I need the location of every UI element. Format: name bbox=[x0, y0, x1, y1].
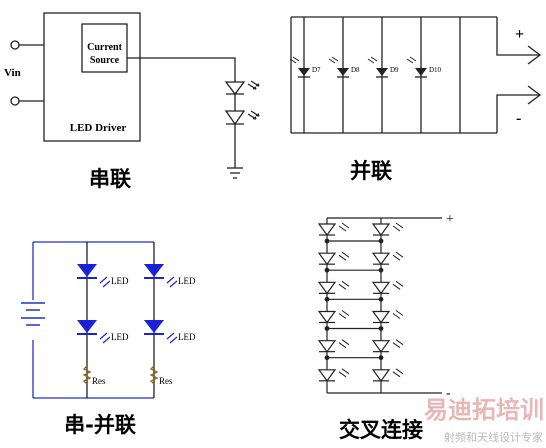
cross-led-r1-c2 bbox=[371, 223, 391, 237]
parallel-diode-d9 bbox=[367, 56, 388, 78]
current-source-label-1: Current bbox=[87, 42, 122, 53]
sp-res-label-1: Res bbox=[92, 376, 106, 386]
sp-led-label-2: LED bbox=[178, 276, 196, 286]
cross-minus-label: - bbox=[446, 386, 451, 401]
sp-led-2 bbox=[144, 264, 178, 288]
cross-led-r3-c2 bbox=[371, 281, 391, 295]
watermark-logo-text: 易迪拓培训 bbox=[424, 396, 544, 424]
cross-led-r6-c2 bbox=[371, 369, 391, 382]
sp-led-label-3: LED bbox=[111, 332, 129, 342]
diode-label-d9: D9 bbox=[390, 66, 399, 74]
sp-led-1 bbox=[77, 264, 111, 288]
cross-led-r4-c2 bbox=[371, 310, 391, 324]
cross-led-r6-c1 bbox=[317, 369, 337, 382]
cross-led-r5-c2 bbox=[371, 340, 391, 353]
current-source-label-2: Source bbox=[90, 55, 120, 66]
series-led-2 bbox=[224, 110, 260, 126]
diode-label-d8: D8 bbox=[351, 66, 360, 74]
vin-label: Vin bbox=[4, 67, 21, 79]
cross-plus-label: + bbox=[446, 212, 454, 227]
parallel-diode-d7 bbox=[289, 56, 310, 78]
sp-led-4 bbox=[144, 320, 178, 344]
vin-terminal-bottom bbox=[10, 96, 20, 106]
sp-resistor-1 bbox=[82, 365, 92, 385]
caption-parallel: 并联 bbox=[350, 159, 392, 183]
panel-cross bbox=[317, 217, 442, 394]
parallel-output-plus-arrow bbox=[496, 45, 542, 65]
panel-parallel bbox=[290, 16, 542, 134]
sp-led-label-4: LED bbox=[178, 332, 196, 342]
vin-terminal-top bbox=[10, 40, 20, 50]
caption-cross: 交叉连接 bbox=[339, 418, 423, 442]
cross-led-r2-c2 bbox=[371, 252, 391, 266]
led-driver-label: LED Driver bbox=[70, 122, 127, 134]
cross-led-r1-c1 bbox=[317, 223, 337, 237]
ground-icon bbox=[227, 167, 243, 179]
sp-led-label-1: LED bbox=[111, 276, 129, 286]
sp-res-label-2: Res bbox=[159, 376, 173, 386]
sp-led-3 bbox=[77, 320, 111, 344]
watermark-subtitle: 射频和天线设计专家 bbox=[444, 430, 543, 444]
sp-resistor-2 bbox=[149, 365, 159, 385]
parallel-plus-label: + bbox=[515, 26, 524, 43]
cross-led-r5-c1 bbox=[317, 340, 337, 353]
series-led-1 bbox=[224, 80, 260, 96]
led-driver-box bbox=[43, 12, 141, 142]
parallel-diode-d10 bbox=[406, 56, 427, 78]
cross-led-r4-c1 bbox=[317, 310, 337, 324]
diode-label-d7: D7 bbox=[312, 66, 321, 74]
cross-led-r2-c1 bbox=[317, 252, 337, 266]
diode-label-d10: D10 bbox=[429, 66, 442, 74]
battery-icon bbox=[21, 302, 45, 326]
current-source-box bbox=[81, 23, 128, 73]
series-output-wire bbox=[127, 57, 236, 82]
parallel-minus-label: - bbox=[516, 110, 521, 127]
parallel-output-minus-arrow bbox=[496, 85, 542, 105]
panel-series bbox=[10, 12, 260, 179]
caption-series-parallel: 串-并联 bbox=[64, 413, 136, 437]
parallel-diode-d8 bbox=[328, 56, 349, 78]
caption-series: 串联 bbox=[89, 167, 131, 191]
cross-led-r3-c1 bbox=[317, 281, 337, 295]
